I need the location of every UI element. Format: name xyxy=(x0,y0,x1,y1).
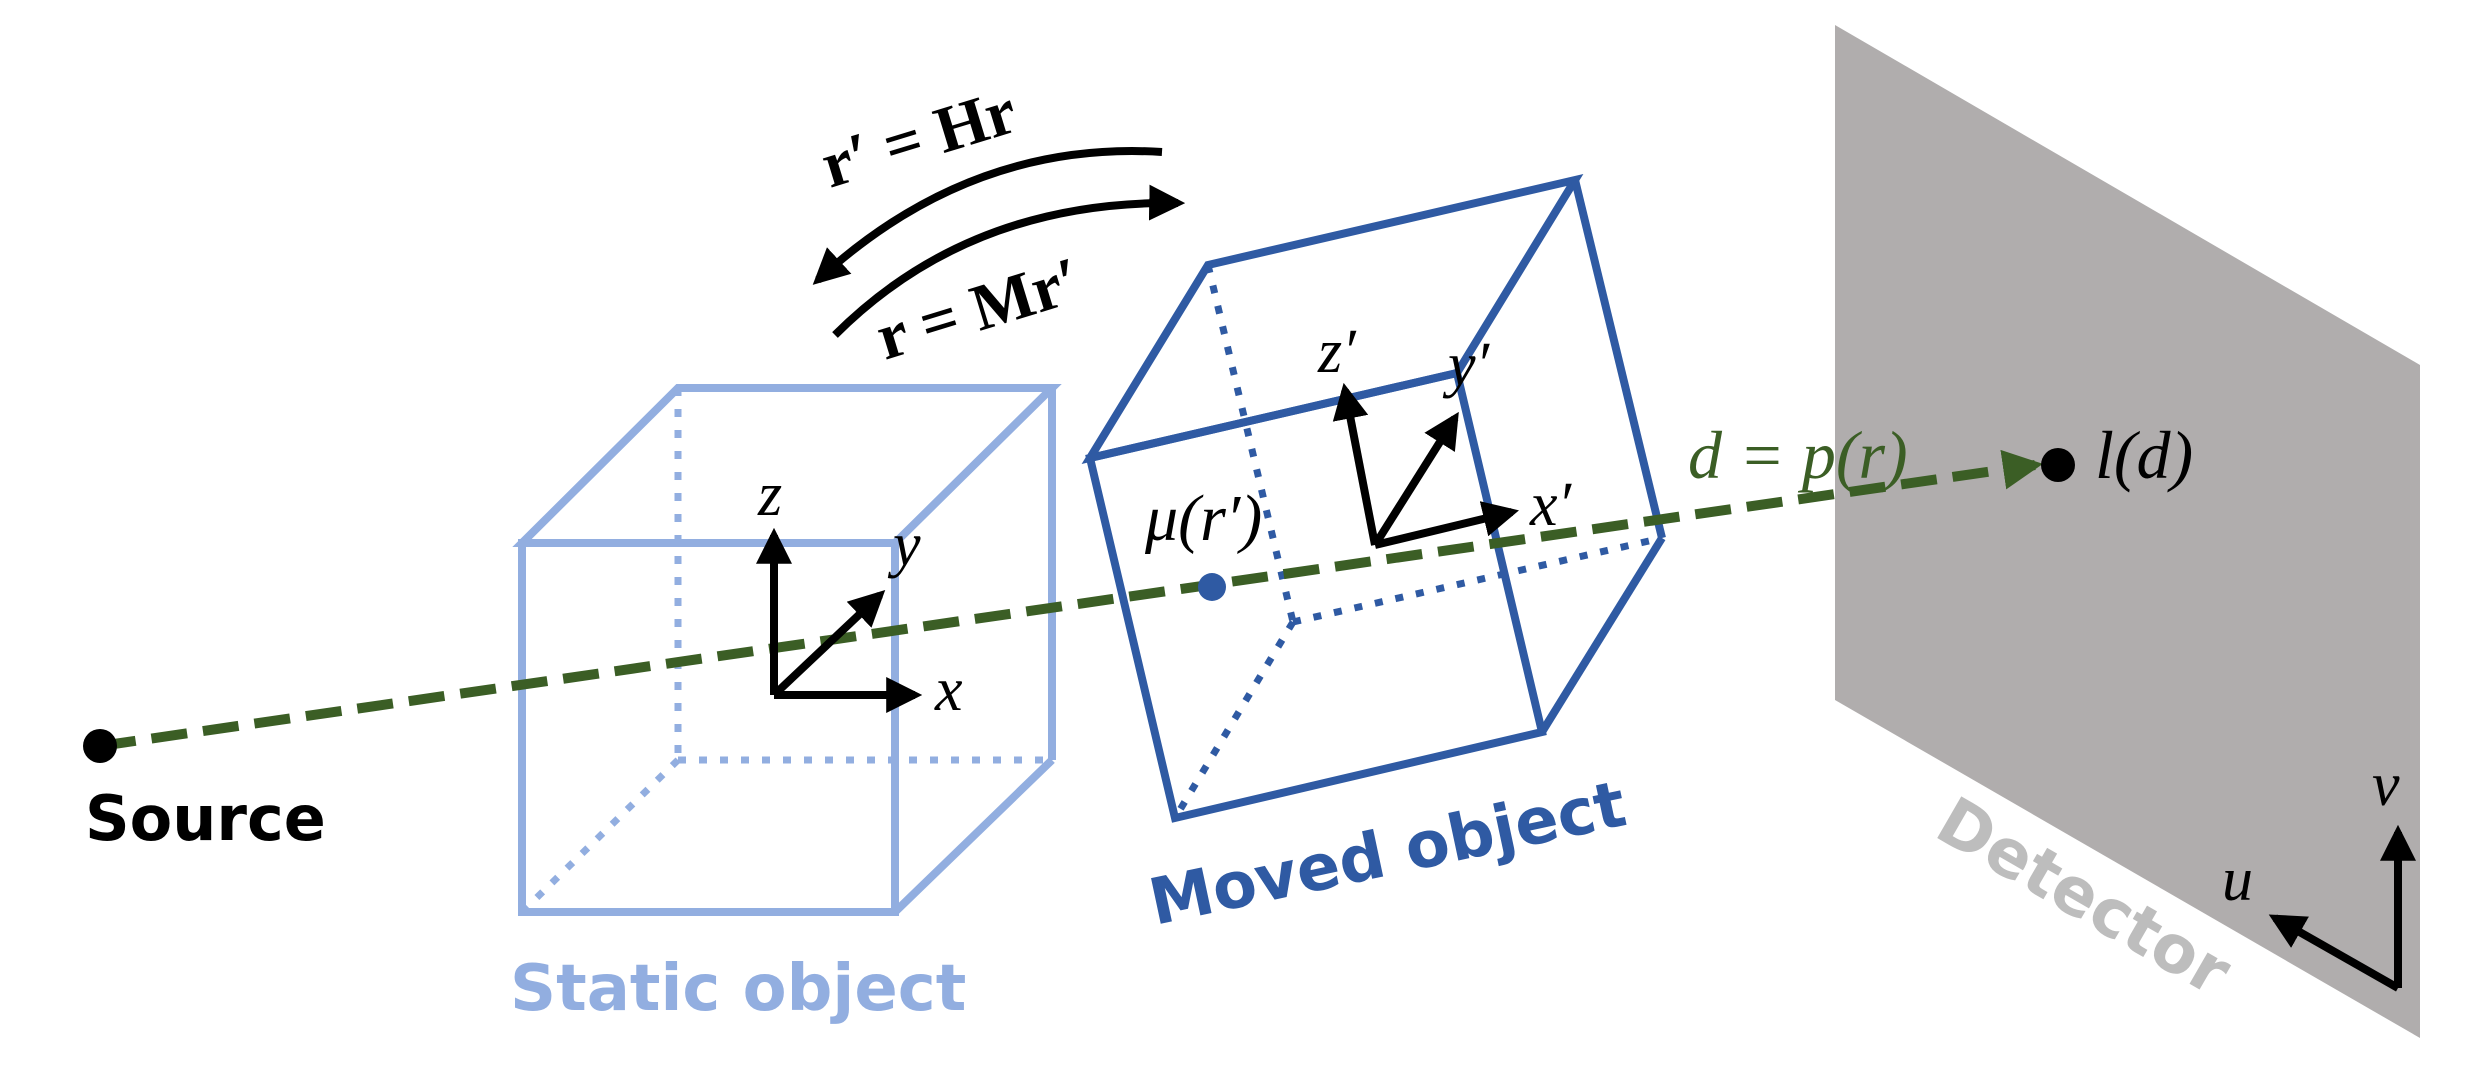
forward-equation: r′ = Hr xyxy=(813,74,1025,202)
detector-panel xyxy=(1835,25,2420,1038)
ray-equation: d = p(r) xyxy=(1688,417,1908,493)
ray-line xyxy=(99,449,2043,751)
moved-object-label: Moved object xyxy=(1143,768,1632,941)
inverse-equation: r = Mr′ xyxy=(868,243,1089,374)
detector-axis-v-label: v xyxy=(2372,751,2400,819)
detector-axis-u-label: u xyxy=(2222,846,2253,914)
static-object-cube xyxy=(512,384,1062,916)
intensity-label: l(d) xyxy=(2095,417,2193,493)
moved-axis-y-label: y′ xyxy=(1442,331,1491,399)
static-object-label: Static object xyxy=(510,952,966,1026)
static-axes xyxy=(756,527,923,713)
moved-axis-x-label: x′ xyxy=(1529,471,1573,539)
moved-axes xyxy=(1332,382,1519,549)
source-label: Source xyxy=(85,782,326,855)
moved-object-cube xyxy=(1081,173,1666,823)
detector-axes xyxy=(2268,824,2416,992)
forward-transform-arrow xyxy=(812,147,1163,285)
source-point xyxy=(83,729,117,763)
static-axis-z-label: z xyxy=(757,461,782,529)
static-axis-x-label: x xyxy=(934,656,963,724)
detector-point xyxy=(2041,448,2075,482)
attenuation-label: μ(r′) xyxy=(1144,482,1262,555)
inverse-transform-arrow xyxy=(832,184,1186,338)
static-axis-y-label: y xyxy=(887,511,921,579)
attenuation-point xyxy=(1198,573,1226,601)
moved-axis-z-label: z′ xyxy=(1317,318,1357,386)
